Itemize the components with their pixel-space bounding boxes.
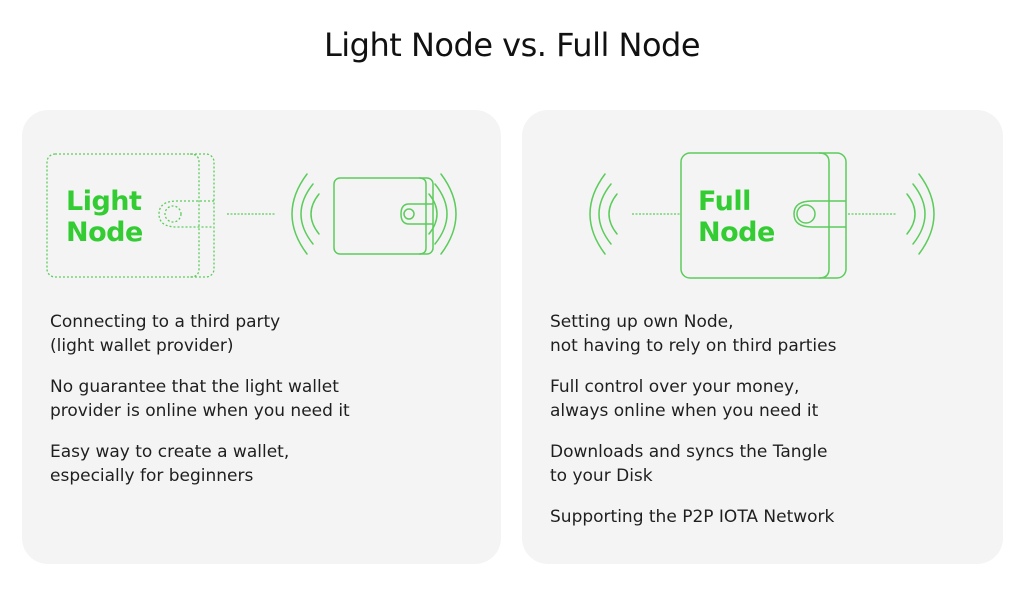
- signal-waves-icon: [906, 173, 935, 255]
- wallet-icon: [680, 152, 847, 279]
- full-label-line1: Full: [698, 186, 751, 217]
- light-node-card: Light Node Connecting to a third party (…: [22, 110, 501, 564]
- light-node-points: Connecting to a third party (light walle…: [50, 310, 470, 505]
- page-title: Light Node vs. Full Node: [323, 26, 701, 64]
- list-item: Easy way to create a wallet, especially …: [50, 440, 470, 488]
- point-line: Easy way to create a wallet,: [50, 442, 290, 462]
- point-line: Full control over your money,: [550, 377, 800, 397]
- list-item: Downloads and syncs the Tangle to your D…: [550, 440, 970, 488]
- light-node-illustration: [46, 153, 457, 278]
- dotted-wallet-icon: [46, 153, 215, 278]
- full-node-label: Full Node: [698, 186, 775, 248]
- point-line: (light wallet provider): [50, 336, 234, 356]
- light-node-label: Light Node: [66, 186, 143, 248]
- full-node-illustration: [589, 152, 935, 279]
- full-node-points: Setting up own Node, not having to rely …: [550, 310, 970, 546]
- wallet-icon: [333, 177, 434, 255]
- signal-waves-icon: [589, 173, 618, 255]
- point-line: Connecting to a third party: [50, 312, 281, 332]
- point-line: No guarantee that the light wallet: [50, 377, 339, 397]
- list-item: No guarantee that the light wallet provi…: [50, 375, 470, 423]
- light-label-line1: Light: [66, 186, 142, 217]
- light-label-line2: Node: [66, 217, 143, 248]
- list-item: Setting up own Node, not having to rely …: [550, 310, 970, 358]
- full-node-card: Full Node Setting up own Node, not havin…: [522, 110, 1003, 564]
- list-item: Connecting to a third party (light walle…: [50, 310, 470, 358]
- point-line: always online when you need it: [550, 401, 819, 421]
- point-line: Supporting the P2P IOTA Network: [550, 507, 835, 527]
- list-item: Full control over your money, always onl…: [550, 375, 970, 423]
- point-line: Downloads and syncs the Tangle: [550, 442, 828, 462]
- full-label-line2: Node: [698, 217, 775, 248]
- signal-waves-icon: [291, 173, 457, 255]
- point-line: provider is online when you need it: [50, 401, 350, 421]
- point-line: Setting up own Node,: [550, 312, 734, 332]
- point-line: not having to rely on third parties: [550, 336, 837, 356]
- list-item: Supporting the P2P IOTA Network: [550, 505, 970, 529]
- point-line: to your Disk: [550, 466, 653, 486]
- point-line: especially for beginners: [50, 466, 254, 486]
